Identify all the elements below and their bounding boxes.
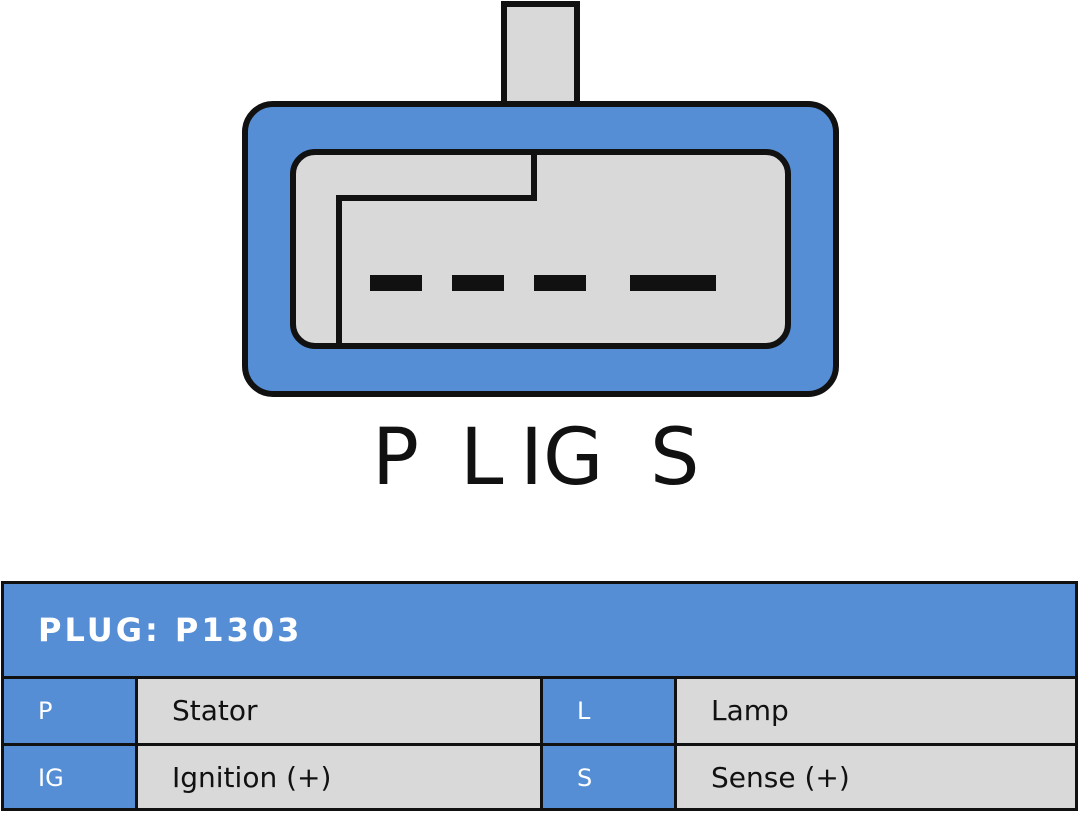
connector-diagram — [242, 1, 839, 397]
pin-label-p: P — [372, 413, 420, 503]
terminal-s — [630, 275, 716, 291]
terminal-l — [452, 275, 504, 291]
connector-key-step — [336, 152, 537, 346]
plug-table: PLUG: P1303 P Stator L Lamp IG Ignition … — [1, 581, 1078, 811]
connector-locking-tab — [501, 1, 580, 113]
table-cell-code: S — [543, 746, 674, 808]
terminal-ig — [534, 275, 586, 291]
table-cell-description: Stator — [138, 679, 540, 743]
table-cell-description: Ignition (+) — [138, 746, 540, 808]
table-cell-code: IG — [4, 746, 135, 808]
connector-face — [290, 149, 791, 349]
table-cell-description: Sense (+) — [677, 746, 1075, 808]
table-header: PLUG: P1303 — [4, 584, 1075, 676]
pin-label-ig: IG — [520, 413, 604, 503]
table-cell-description: Lamp — [677, 679, 1075, 743]
table-cell-code: L — [543, 679, 674, 743]
pin-label-s: S — [650, 413, 700, 503]
table-cell-code: P — [4, 679, 135, 743]
terminal-p — [370, 275, 422, 291]
pin-label-l: L — [460, 413, 504, 503]
table-title: PLUG: P1303 — [38, 611, 303, 649]
